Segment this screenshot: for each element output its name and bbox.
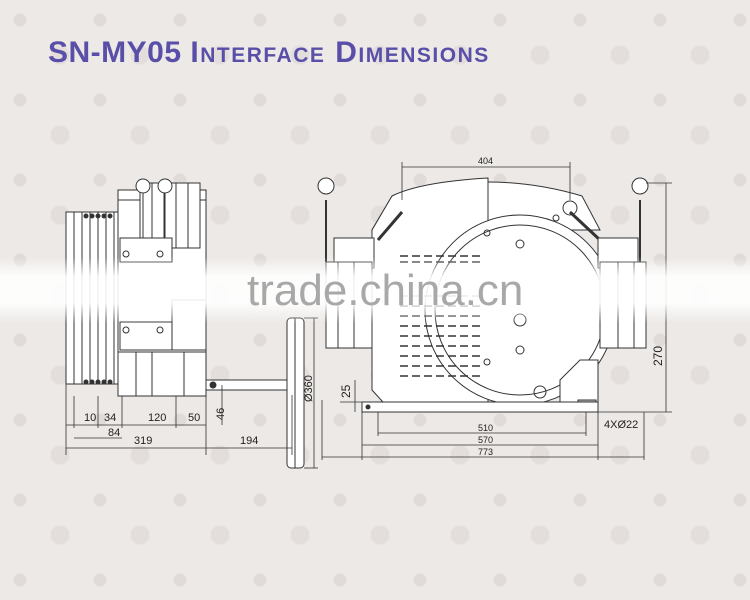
dim-570: 570 — [478, 435, 493, 445]
watermark-band — [0, 257, 750, 323]
dim-34: 34 — [104, 412, 116, 424]
side-view-dimension-lines — [65, 317, 318, 469]
dim-360: Ø360 — [303, 375, 315, 402]
dim-25: 25 — [339, 384, 353, 398]
base-frame — [117, 351, 207, 397]
lever-knob-icon — [135, 178, 151, 194]
dim-194: 194 — [240, 435, 258, 447]
dim-120: 120 — [148, 412, 166, 424]
dim-50: 50 — [188, 412, 200, 424]
front-view-dimension-lines — [321, 162, 672, 460]
side-view-dims: 10 34 120 50 84 319 194 46 Ø360 — [84, 375, 315, 447]
watermark: trade.china.cn — [247, 266, 524, 315]
page-title: SN-MY05 Interface Dimensions — [48, 36, 490, 70]
dim-319: 319 — [134, 435, 152, 447]
release-lever-right-icon — [631, 177, 649, 195]
lever-knob-icon — [157, 178, 173, 194]
release-lever-left-icon — [317, 177, 335, 195]
title-subtitle: Interface Dimensions — [190, 36, 490, 69]
rope-grooves-top — [83, 213, 113, 385]
dim-holes: 4XØ22 — [604, 419, 638, 431]
base-plate — [361, 401, 599, 413]
dim-84: 84 — [108, 427, 120, 439]
dim-46: 46 — [215, 408, 227, 420]
dim-773: 773 — [478, 447, 493, 457]
front-view-dims: 404 510 570 773 4XØ22 270 25 — [339, 156, 665, 457]
dim-404: 404 — [478, 156, 493, 166]
model-name: SN-MY05 — [48, 36, 182, 69]
dim-270: 270 — [651, 346, 665, 366]
dim-10: 10 — [84, 412, 96, 424]
brake-drum — [139, 182, 201, 249]
dim-510: 510 — [478, 423, 493, 433]
output-shaft — [205, 379, 293, 391]
